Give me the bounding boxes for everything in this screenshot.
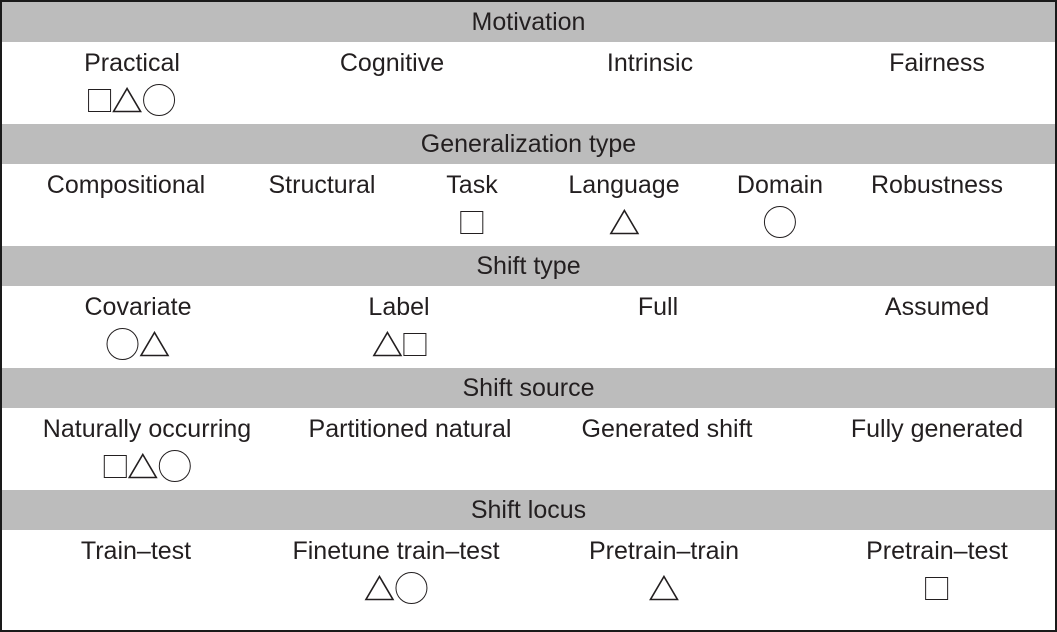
cell-label: Train–test [80,537,192,565]
cell-train-test: Train–test [81,536,191,566]
cell-fully-generated: Fully generated [851,414,1023,444]
cell-label-shift: Label [368,292,430,360]
cell-label: Cognitive [339,49,445,77]
square-icon [460,210,484,234]
circle-icon [395,572,428,604]
cell-naturally-occurring: Naturally occurring [43,414,251,482]
cell-label: Structural [268,171,376,199]
cell-label: Domain [736,171,824,199]
cell-label: Fully generated [850,415,1024,443]
cell-label: Robustness [870,171,1004,199]
cell-label: Finetune train–test [292,537,500,565]
section-shift-type: Shift type Covariate Label Full Assumed [2,246,1055,368]
triangle-icon [649,575,679,601]
cell-label: Pretrain–test [866,537,1008,565]
section-header: Shift source [2,368,1055,408]
cell-generated-shift: Generated shift [582,414,753,444]
cell-label: Compositional [46,171,206,199]
cell-finetune-train-test: Finetune train–test [292,536,500,604]
cell-label: Partitioned natural [308,415,512,443]
section-header: Generalization type [2,124,1055,164]
cell-pretrain-test: Pretrain–test [866,536,1008,604]
triangle-icon [372,331,402,357]
cell-cognitive: Cognitive [340,48,444,78]
section-header: Motivation [2,2,1055,42]
circle-icon [764,206,796,238]
cell-full: Full [638,292,678,322]
circle-icon [106,328,139,360]
cell-label: Fairness [889,49,985,77]
cell-language: Language [568,170,680,238]
cell-assumed: Assumed [885,292,989,322]
section-header: Shift locus [2,490,1055,530]
cell-practical: Practical [84,48,180,116]
cell-label: Label [368,293,430,321]
triangle-icon [127,453,158,479]
cell-robustness: Robustness [871,170,1003,200]
cell-label: Pretrain–train [588,537,740,565]
square-icon [103,454,127,478]
cell-task: Task [446,170,498,238]
circle-icon [158,450,191,482]
cell-label: Full [637,293,679,321]
cell-domain: Domain [737,170,823,238]
triangle-icon [364,575,395,601]
cell-label: Generated shift [581,415,753,443]
cell-compositional: Compositional [47,170,205,200]
section-header: Shift type [2,246,1055,286]
cell-label: Language [568,171,680,199]
square-icon [402,332,426,356]
section-motivation: Motivation Practical Cognitive Intrinsic… [2,2,1055,124]
section-generalization-type: Generalization type Compositional Struct… [2,124,1055,246]
cell-label: Assumed [884,293,990,321]
cell-intrinsic: Intrinsic [607,48,693,78]
cell-label: Intrinsic [606,49,694,77]
cell-label: Naturally occurring [42,415,252,443]
square-icon [925,576,949,600]
cell-label: Covariate [84,293,192,321]
section-shift-source: Shift source Naturally occurring Partiti… [2,368,1055,490]
cell-covariate: Covariate [85,292,192,360]
cell-fairness: Fairness [889,48,985,78]
cell-structural: Structural [269,170,376,200]
triangle-icon [112,87,143,113]
cell-label: Task [446,171,498,199]
cell-pretrain-train: Pretrain–train [589,536,739,604]
triangle-icon [609,209,639,235]
cell-partitioned-natural: Partitioned natural [309,414,512,444]
section-shift-locus: Shift locus Train–test Finetune train–te… [2,490,1055,630]
triangle-icon [139,331,170,357]
cell-label: Practical [84,49,180,77]
circle-icon [143,84,176,116]
square-icon [88,88,112,112]
